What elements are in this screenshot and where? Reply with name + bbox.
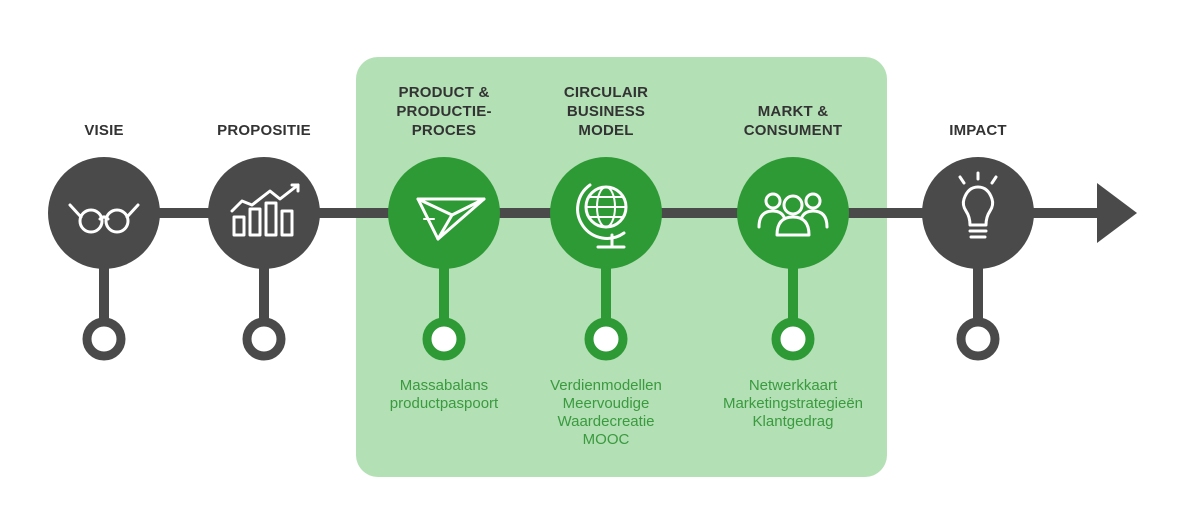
stage-stem: [439, 265, 449, 325]
stage-circle-impact: [922, 157, 1034, 269]
stage-stem: [601, 265, 611, 325]
stage-stem: [788, 265, 798, 325]
stage-stem: [99, 265, 109, 325]
stage-ring-propositie: [242, 317, 286, 361]
glasses-icon: [68, 203, 140, 234]
stage-stem: [973, 265, 983, 325]
stage-stem: [259, 265, 269, 325]
stage-label-line: CIRCULAIR: [563, 84, 649, 101]
stage-label-line: CONSUMENT: [743, 122, 843, 139]
stage-circle-propositie: [208, 157, 320, 269]
stage-label-circulair: CIRCULAIR BUSINESS MODEL: [521, 83, 691, 140]
globe-icon: [576, 183, 628, 249]
stage-item: Marketingstrategieën: [722, 395, 864, 412]
stage-ring-impact: [956, 317, 1000, 361]
stage-circle-product: [388, 157, 500, 269]
stage-item: productpaspoort: [389, 395, 499, 412]
stage-label-impact: IMPACT: [893, 121, 1063, 140]
stage-label-line: PRODUCTIE-: [396, 103, 492, 120]
stage-item: Meervoudige: [562, 395, 650, 412]
stage-label-line: PROPOSITIE: [217, 122, 311, 139]
stage-ring-markt: [771, 317, 815, 361]
people-icon: [757, 192, 829, 237]
stage-label-markt: MARKT & CONSUMENT: [708, 102, 878, 140]
stage-label-visie: VISIE: [19, 121, 189, 140]
stage-item: Massabalans: [399, 377, 489, 394]
stage-nodes: [48, 157, 1034, 361]
bar-chart-icon: [230, 183, 300, 237]
stage-label-line: VISIE: [84, 122, 124, 139]
stage-item: Waardecreatie: [557, 413, 655, 430]
stage-label-line: IMPACT: [949, 122, 1007, 139]
stage-item: MOOC: [582, 431, 630, 448]
stage-circle-visie: [48, 157, 160, 269]
stage-ring-product: [422, 317, 466, 361]
stage-label-line: PROCES: [411, 122, 477, 139]
stage-item: Klantgedrag: [752, 413, 834, 430]
stage-label-line: MARKT &: [757, 103, 829, 120]
stage-ring-visie: [82, 317, 126, 361]
stage-circle-circulair: [550, 157, 662, 269]
timeline-arrowhead: [1097, 183, 1137, 243]
stage-item: Netwerkkaart: [748, 377, 838, 394]
stage-label-line: MODEL: [578, 122, 634, 139]
stage-ring-circulair: [584, 317, 628, 361]
lightbulb-icon: [958, 171, 998, 239]
stage-item: Verdienmodellen: [550, 377, 662, 394]
stage-label-product: PRODUCT & PRODUCTIE- PROCES: [359, 83, 529, 140]
paper-plane-icon: [416, 197, 486, 241]
stage-label-propositie: PROPOSITIE: [179, 121, 349, 140]
stage-label-line: PRODUCT &: [398, 84, 490, 101]
stage-label-line: BUSINESS: [566, 103, 646, 120]
green-highlight-panel: [356, 57, 887, 477]
